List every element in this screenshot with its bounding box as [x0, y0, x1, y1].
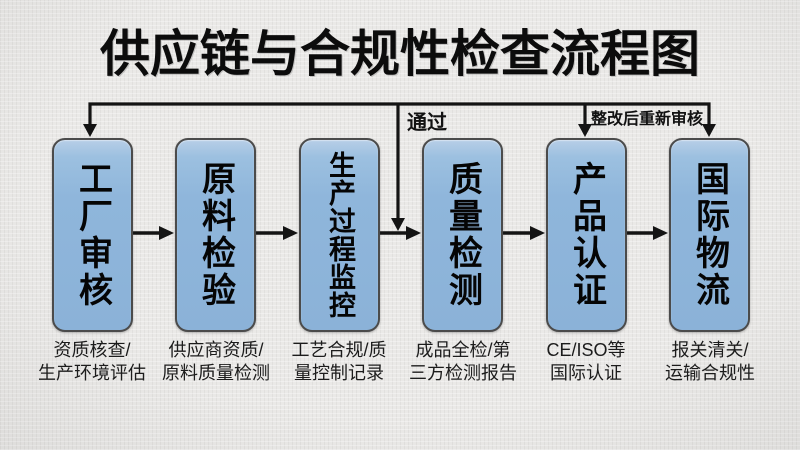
arrowhead-box1-box2 — [159, 226, 174, 240]
box-sublabel-quality-testing: 成品全检/第 三方检测报告 — [388, 339, 538, 385]
arrowhead-into-box5 — [578, 124, 592, 137]
flow-box-product-certification: 产品认证 — [546, 138, 627, 332]
sublabel-line2: 生产环境评估 — [38, 363, 146, 383]
page-title: 供应链与合规性检查流程图 — [100, 26, 700, 82]
sublabel-line2: 三方检测报告 — [409, 363, 517, 383]
flow-box-raw-material-inspection: 原料检验 — [175, 138, 256, 332]
box-label: 生产过程监控 — [325, 151, 355, 319]
sublabel-line1: 供应商资质/ — [168, 340, 264, 360]
sublabel-line2: 国际认证 — [550, 363, 622, 383]
box-label: 工厂审核 — [73, 161, 112, 309]
pass-label: 通过 — [407, 112, 447, 134]
sublabel-line1: CE/ISO等 — [546, 340, 626, 360]
flow-box-factory-audit: 工厂审核 — [52, 138, 133, 332]
arrowhead-box4-box5 — [530, 226, 545, 240]
box-label: 质量检测 — [443, 161, 482, 309]
box-sublabel-international-logistics: 报关清关/ 运输合规性 — [635, 339, 785, 385]
box-label: 原料检验 — [196, 161, 235, 309]
recheck-label: 整改后重新审核 — [591, 111, 704, 128]
arrowhead-into-box1 — [83, 124, 97, 137]
sublabel-line1: 工艺合规/质 — [291, 340, 387, 360]
flow-box-production-process-monitoring: 生产过程监控 — [299, 138, 380, 332]
box-label: 产品认证 — [567, 161, 606, 309]
sublabel-line1: 成品全检/第 — [415, 340, 511, 360]
arrowhead-into-box6 — [702, 124, 716, 137]
flow-box-international-logistics: 国际物流 — [669, 138, 750, 332]
box-sublabel-factory-audit: 资质核查/ 生产环境评估 — [17, 339, 167, 385]
box-sublabel-production-process-monitoring: 工艺合规/质 量控制记录 — [264, 339, 414, 385]
arrowhead-box3-box4 — [406, 226, 421, 240]
sublabel-line2: 运输合规性 — [665, 363, 755, 383]
box-sublabel-product-certification: CE/ISO等 国际认证 — [511, 339, 661, 385]
arrowhead-box5-box6 — [653, 226, 668, 240]
flow-box-quality-testing: 质量检测 — [422, 138, 503, 332]
sublabel-line1: 报关清关/ — [671, 340, 749, 360]
arrowhead-pass-junction — [391, 218, 405, 231]
sublabel-line2: 量控制记录 — [294, 363, 384, 383]
arrowhead-box2-box3 — [283, 226, 298, 240]
sublabel-line2: 原料质量检测 — [162, 363, 270, 383]
sublabel-line1: 资质核查/ — [53, 340, 131, 360]
box-sublabel-raw-material-inspection: 供应商资质/ 原料质量检测 — [141, 339, 291, 385]
box-label: 国际物流 — [690, 161, 729, 309]
